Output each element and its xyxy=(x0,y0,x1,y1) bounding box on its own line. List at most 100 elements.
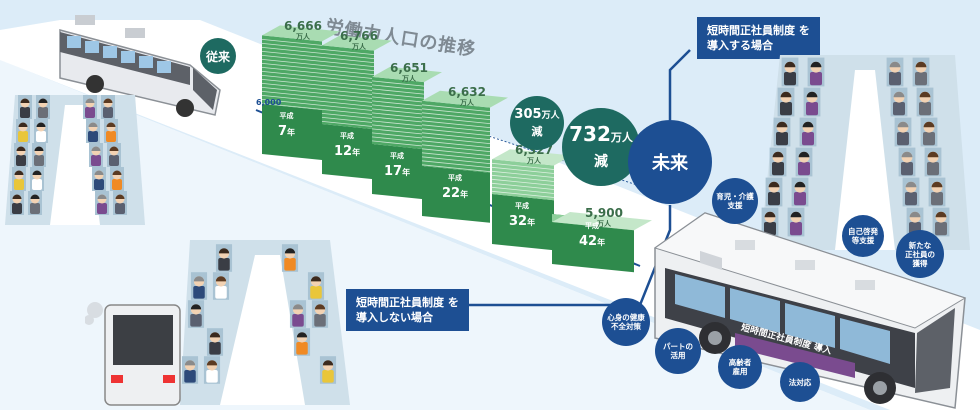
category-era: 平成 xyxy=(340,132,355,140)
passenger-figure xyxy=(777,87,795,117)
bar-category-label: 平成 42年 xyxy=(579,222,605,249)
passenger-figure xyxy=(203,356,221,384)
passenger-figure xyxy=(769,147,787,177)
passenger-figure xyxy=(101,95,115,119)
speech-bubble-icon: 自己啓発等支援 xyxy=(842,215,884,257)
bubble-text: 活用 xyxy=(670,351,686,360)
bottom-callout-line1: 短時間正社員制度 を xyxy=(356,296,459,309)
passenger-figure xyxy=(95,191,109,215)
bubble-text: 心身の健康 xyxy=(607,313,645,322)
bar-value: 5,900 xyxy=(585,206,623,220)
bar-unit: 万人 xyxy=(351,43,366,52)
passenger-figure xyxy=(890,87,908,117)
passenger-figure xyxy=(83,95,97,119)
large-bus-illustration xyxy=(653,212,967,409)
bubble-text: 法対応 xyxy=(788,377,812,387)
bar-4 xyxy=(491,149,572,251)
category-era: 平成 xyxy=(585,222,600,230)
passenger-figure xyxy=(319,356,337,384)
passenger-figure xyxy=(912,57,930,87)
bubble-text: 獲得 xyxy=(912,258,928,268)
passenger-figure xyxy=(34,119,48,143)
small-bus-illustration xyxy=(59,15,221,117)
decrease-small-suffix: 減 xyxy=(531,124,543,138)
passenger-figure xyxy=(781,57,799,87)
bar-unit: 万人 xyxy=(596,220,611,228)
passenger-figure xyxy=(281,244,299,272)
bar-unit: 万人 xyxy=(295,33,310,42)
speech-bubble-icon: パートの活用 xyxy=(655,328,701,374)
bar-category-label: 平成 22年 xyxy=(442,174,468,201)
bar-value: 6,632 xyxy=(448,84,486,99)
passenger-figure xyxy=(190,272,208,300)
passenger-figure xyxy=(92,167,106,191)
top-callout-line2: 導入する場合 xyxy=(707,39,773,52)
passenger-figure xyxy=(86,119,100,143)
bar-value: 6,666 xyxy=(284,19,322,34)
passenger-figure xyxy=(807,57,825,87)
category-number: 22 xyxy=(442,186,461,201)
bubble-text: 自己啓発 xyxy=(848,227,878,236)
passenger-figure xyxy=(932,207,950,237)
category-era: 平成 xyxy=(390,152,405,160)
passenger-figure xyxy=(311,300,329,328)
decrease-large-unit: 万人 xyxy=(610,130,633,144)
conventional-badge: 従来 xyxy=(200,38,236,74)
decrease-small-unit: 万人 xyxy=(541,110,560,121)
passenger-figure xyxy=(212,272,230,300)
passenger-figure xyxy=(36,95,50,119)
decrease-small-badge: 305万人 減 xyxy=(510,96,564,150)
passenger-figure xyxy=(765,177,783,207)
category-era: 平成 xyxy=(448,174,463,182)
passenger-figure xyxy=(924,147,942,177)
category-suffix: 年 xyxy=(527,218,536,227)
passenger-figure xyxy=(113,191,127,215)
passenger-figure xyxy=(799,117,817,147)
bus-rear-illustration xyxy=(85,302,181,406)
bar-unit: 万人 xyxy=(401,74,416,83)
decrease-large-value: 732 xyxy=(569,121,611,146)
passenger-figure xyxy=(886,57,904,87)
bar-5 xyxy=(552,212,652,273)
passenger-figure xyxy=(307,272,325,300)
bubble-text: 正社員の xyxy=(905,249,935,259)
passenger-figure xyxy=(18,95,32,119)
passenger-figure xyxy=(928,177,946,207)
passenger-figure xyxy=(181,356,199,384)
passenger-crowd-conventional xyxy=(5,95,145,225)
category-era: 平成 xyxy=(279,112,294,120)
passenger-figure xyxy=(791,177,809,207)
category-suffix: 年 xyxy=(352,148,361,157)
speech-bubble-icon: 法対応 xyxy=(780,362,820,402)
passenger-figure xyxy=(16,119,30,143)
passenger-figure xyxy=(110,167,124,191)
bubble-text: 不全対策 xyxy=(611,322,641,331)
speech-bubble-icon: 高齢者雇用 xyxy=(718,345,762,389)
passenger-figure xyxy=(795,147,813,177)
bubble-text: 育児・介護 xyxy=(716,192,754,201)
passenger-figure xyxy=(293,328,311,356)
bottom-callout: 短時間正社員制度 を 導入しない場合 xyxy=(346,289,469,331)
category-suffix: 年 xyxy=(287,128,296,137)
category-number: 42 xyxy=(579,234,598,249)
passenger-figure xyxy=(14,143,28,167)
bottom-callout-line2: 導入しない場合 xyxy=(356,311,433,324)
bar-value: 6,651 xyxy=(390,60,428,75)
bar-3 xyxy=(421,90,508,223)
top-callout-line1: 短時間正社員制度 を xyxy=(707,24,810,37)
speech-bubble-icon: 新たな正社員の獲得 xyxy=(896,230,944,278)
category-number: 17 xyxy=(384,164,403,179)
decrease-small-value: 305 xyxy=(514,106,542,122)
speech-bubble-icon: 育児・介護支援 xyxy=(712,178,758,224)
passenger-figure xyxy=(902,177,920,207)
passenger-figure xyxy=(28,191,42,215)
category-suffix: 年 xyxy=(460,190,469,199)
passenger-figure xyxy=(920,117,938,147)
category-suffix: 年 xyxy=(597,238,606,247)
